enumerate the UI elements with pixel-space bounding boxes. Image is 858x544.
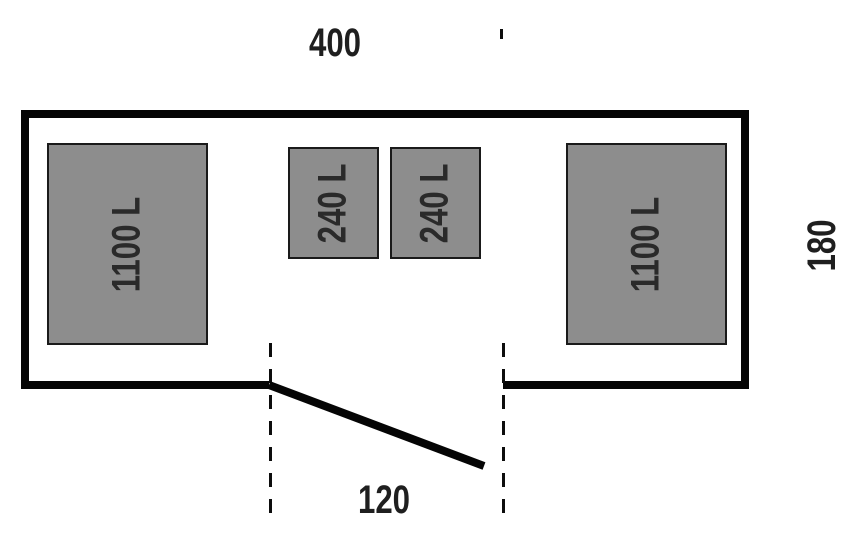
enclosure-wall-left — [21, 110, 29, 389]
container-240l-first-label: 240 L — [311, 163, 356, 243]
enclosure-wall-bottom-left — [21, 381, 269, 389]
container-1100l-right: 1100 L — [566, 143, 727, 345]
container-1100l-left: 1100 L — [47, 143, 208, 345]
width-dimension-label: 400 — [308, 21, 362, 65]
enclosure-wall-bottom-right — [503, 381, 749, 389]
container-1100l-left-label: 1100 L — [104, 196, 149, 292]
enclosure-wall-right — [741, 110, 749, 389]
depth-dimension-label: 180 — [799, 218, 844, 272]
door-width-dimension-label: 120 — [357, 478, 411, 522]
container-240l-second-label: 240 L — [413, 163, 458, 243]
enclosure-wall-top — [21, 110, 749, 118]
door-swing-line — [267, 381, 486, 470]
depth-dimension-wrapper: 180 — [782, 185, 858, 305]
container-1100l-right-label: 1100 L — [623, 196, 668, 292]
container-240l-second: 240 L — [390, 147, 481, 259]
container-240l-first: 240 L — [288, 147, 379, 259]
